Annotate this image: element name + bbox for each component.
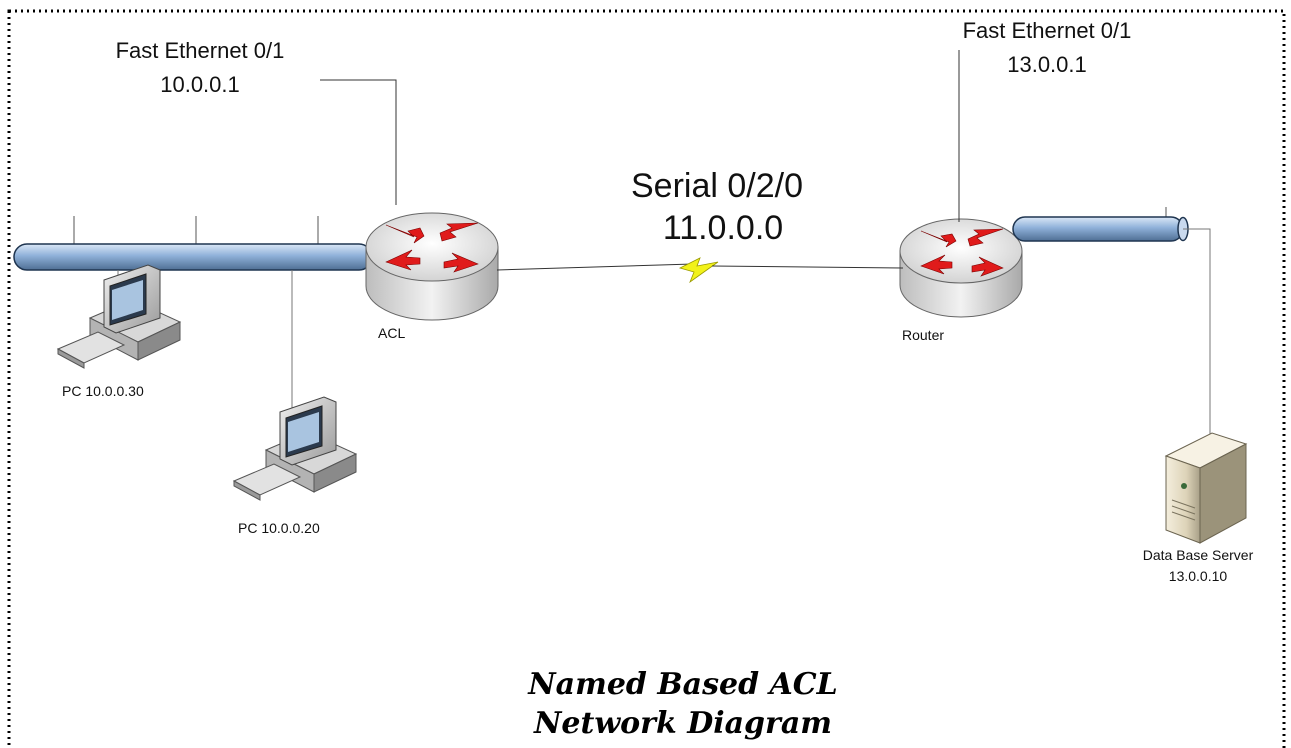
server-label: Data Base Server <box>1143 547 1254 563</box>
right-lan-bus <box>1012 207 1189 242</box>
left-interface-name: Fast Ethernet 0/1 <box>116 38 285 63</box>
right-interface-name: Fast Ethernet 0/1 <box>963 18 1132 43</box>
serial-link-network: 11.0.0.0 <box>663 209 783 247</box>
pc2-label: PC 10.0.0.20 <box>238 520 320 536</box>
left-interface-ip: 10.0.0.1 <box>160 72 240 97</box>
left-interface-leader <box>320 79 397 205</box>
serial-link <box>496 257 904 284</box>
pc2-desktop-icon[interactable] <box>232 396 358 501</box>
router-main-icon[interactable] <box>899 218 1023 318</box>
serial-link-label: Serial 0/2/0 <box>631 167 803 205</box>
router-main-label: Router <box>902 327 944 343</box>
server-drop-line <box>1183 228 1211 440</box>
router-acl-icon[interactable] <box>365 212 499 321</box>
server-ip: 13.0.0.10 <box>1169 568 1228 584</box>
left-lan-bus <box>13 216 378 271</box>
pc1-desktop-icon[interactable] <box>56 264 182 369</box>
router-acl-label: ACL <box>378 325 405 341</box>
database-server-icon[interactable] <box>1164 432 1248 544</box>
pc1-label: PC 10.0.0.30 <box>62 383 144 399</box>
diagram-title-line1: Named Based ACL <box>527 667 838 702</box>
diagram-border <box>7 9 1286 748</box>
right-interface-ip: 13.0.0.1 <box>1007 52 1087 77</box>
diagram-title-line2: Network Diagram <box>533 706 832 741</box>
